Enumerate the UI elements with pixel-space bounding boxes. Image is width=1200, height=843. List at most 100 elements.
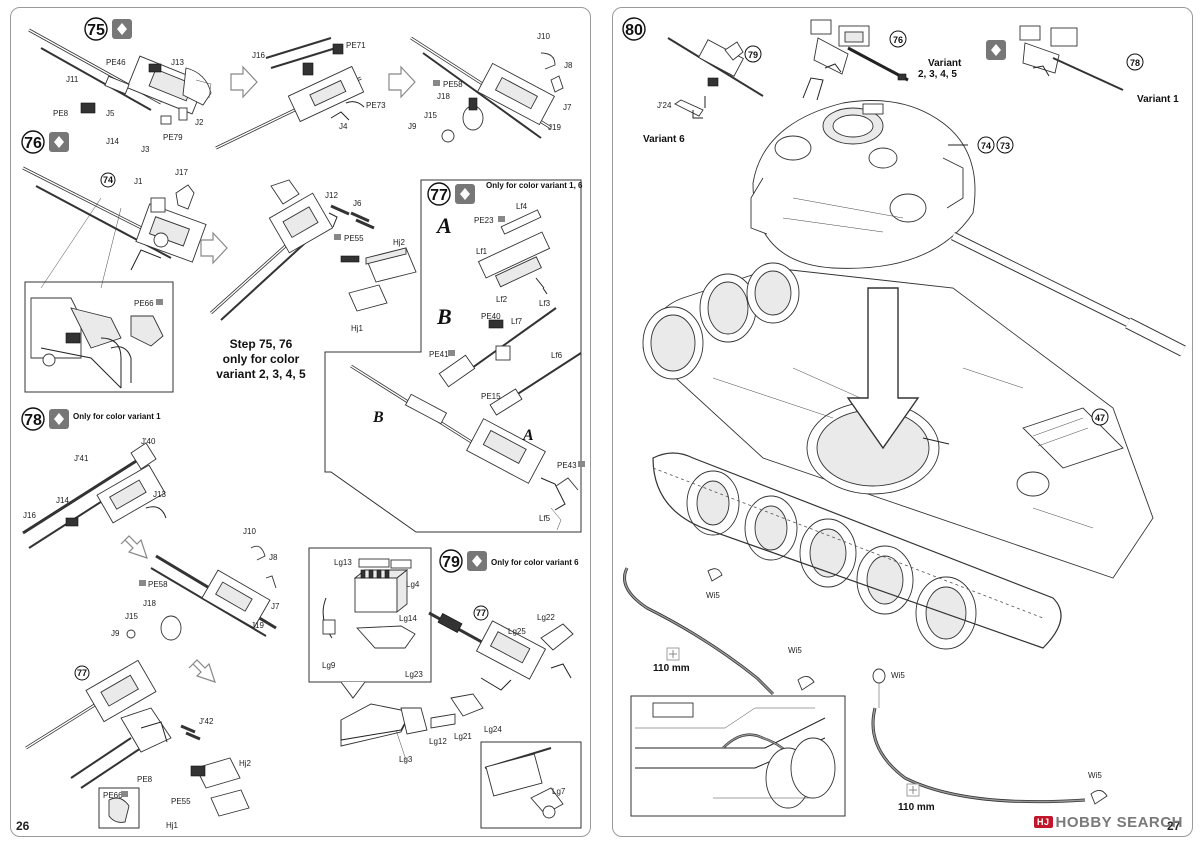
variant-6-label: Variant 6	[643, 134, 685, 145]
svg-text:Lg13: Lg13	[334, 558, 352, 567]
step-number: 76	[24, 135, 42, 152]
mg-assembly-75-a	[28, 28, 212, 125]
step-77-frame	[324, 179, 582, 533]
svg-text:J11: J11	[66, 75, 79, 84]
subassembly-b-letter: B	[436, 304, 452, 329]
step-75: 75 J11 PE46 J13 PE8 J5 J14 J3 PE79	[28, 17, 573, 154]
svg-text:PE58: PE58	[443, 80, 463, 89]
svg-text:78: 78	[24, 412, 42, 429]
svg-text:Lg24: Lg24	[484, 725, 502, 734]
svg-text:Lg14: Lg14	[399, 614, 417, 623]
part-labels-75-b: J16 PE71 PE73 J4	[252, 41, 386, 131]
lg7-detail-inset	[480, 741, 582, 829]
part-labels-77-a: PE23 Lf4 Lf1 Lf2 Lf3	[474, 202, 551, 308]
subassembly-b-drawing	[438, 307, 582, 416]
svg-text:J1: J1	[134, 177, 143, 186]
svg-text:Lf2: Lf2	[496, 295, 508, 304]
svg-text:J16: J16	[23, 511, 36, 520]
svg-text:PE66: PE66	[103, 791, 123, 800]
left-instruction-page: 75 J11 PE46 J13 PE8 J5 J14 J3 PE79	[10, 7, 591, 837]
step-number-badge	[84, 17, 108, 41]
svg-text:J9: J9	[408, 122, 417, 131]
svg-text:PE79: PE79	[163, 133, 183, 142]
svg-text:PE66: PE66	[134, 299, 154, 308]
belt-links	[360, 569, 390, 579]
svg-text:Lg7: Lg7	[552, 787, 566, 796]
svg-text:Step 75, 76: Step 75, 76	[230, 337, 293, 351]
next-arrow	[230, 65, 258, 99]
part-labels-77-b: PE40 Lf7 PE41 PE15 Lf6	[429, 312, 563, 401]
part-labels-78-b: J10 J8 PE58 J18 J7 J15 J9 J19	[111, 527, 280, 638]
step-number-badge	[622, 17, 646, 41]
svg-text:PE8: PE8	[137, 775, 153, 784]
detail-inset	[24, 281, 174, 393]
svg-text:Lf7: Lf7	[511, 317, 523, 326]
svg-text:PE55: PE55	[171, 797, 191, 806]
variant-1-label: Variant 1	[1137, 94, 1179, 105]
right-instruction-page: 80 79 J'24 Variant 6 76 Variant 2, 3	[612, 7, 1193, 837]
glue-icon-mark	[117, 23, 127, 35]
step-79: 79 Only for color variant 6 Lg13 Lg4	[308, 547, 582, 829]
svg-text:Hj2: Hj2	[239, 759, 252, 768]
svg-text:J14: J14	[106, 137, 119, 146]
tank-turret	[750, 77, 976, 269]
step-number-badge	[427, 182, 451, 206]
tow-cable-2	[871, 668, 1108, 805]
belt-links	[180, 724, 201, 741]
svg-text:47: 47	[1095, 413, 1105, 423]
svg-text:J4: J4	[339, 122, 348, 131]
subassembly-a-drawing	[477, 209, 551, 295]
svg-text:J18: J18	[143, 599, 156, 608]
svg-text:PE41: PE41	[429, 350, 449, 359]
svg-text:PE15: PE15	[481, 392, 501, 401]
svg-text:Lg23: Lg23	[405, 670, 423, 679]
variant-1-mg	[1019, 25, 1124, 91]
svg-text:Lg9: Lg9	[322, 661, 336, 670]
svg-text:78: 78	[1130, 58, 1140, 68]
variant-2345-mg	[810, 19, 909, 82]
mg-assembly-76-a	[22, 166, 207, 289]
step-number-badge	[21, 130, 45, 154]
svg-text:Hj2: Hj2	[393, 238, 406, 247]
svg-text:Lf4: Lf4	[516, 202, 528, 211]
svg-text:Wi5: Wi5	[788, 646, 802, 655]
part-labels-79-inset: Lg13 Lg4 Lg14 Lg9 Lg23	[322, 558, 423, 679]
mg-assembly-79-final	[340, 611, 574, 761]
cable-detail-drawing	[635, 702, 836, 809]
mg-assembly-78-b	[126, 545, 277, 641]
svg-text:J16: J16	[252, 51, 265, 60]
svg-text:Lf3: Lf3	[539, 299, 551, 308]
part-labels-79-final: Lg22 Lg25 Lg24 Lg21 Lg12 Lg3	[399, 613, 555, 764]
watermark-text: HOBBY SEARCH	[1055, 814, 1183, 831]
svg-text:PE58: PE58	[148, 580, 168, 589]
svg-text:Lf1: Lf1	[476, 247, 488, 256]
svg-text:only for color: only for color	[223, 352, 300, 366]
step-77: 77 Only for color variant 1, 6 A B PE23 …	[324, 179, 585, 533]
svg-text:Hj1: Hj1	[166, 821, 179, 830]
svg-text:Lg12: Lg12	[429, 737, 447, 746]
svg-text:80: 80	[625, 22, 643, 39]
svg-text:2, 3, 4, 5: 2, 3, 4, 5	[918, 69, 957, 80]
svg-text:J'24: J'24	[657, 101, 672, 110]
step-78: 78 Only for color variant 1 J'40 J'41 J1…	[21, 407, 280, 830]
svg-text:PE73: PE73	[366, 101, 386, 110]
svg-text:B: B	[372, 409, 384, 426]
mg-assembly-76-b	[209, 179, 417, 321]
mg-assembly-75-b	[215, 37, 365, 150]
part-labels-78-a: J'40 J'41 J14 J13 J16	[23, 437, 166, 520]
cable-length-2: 110 mm	[898, 802, 935, 813]
svg-text:J15: J15	[125, 612, 138, 621]
svg-text:PE8: PE8	[53, 109, 69, 118]
cable-detail-inset	[630, 695, 846, 817]
svg-text:PE71: PE71	[346, 41, 366, 50]
ammo-box-inset-drawing	[322, 558, 416, 649]
svg-text:J10: J10	[243, 527, 256, 536]
variant-note-75-76: Step 75, 76 only for color variant 2, 3,…	[216, 337, 306, 381]
next-arrow	[188, 659, 216, 683]
svg-text:J'42: J'42	[199, 717, 214, 726]
main-gun-barrel	[951, 231, 1186, 357]
svg-text:J19: J19	[548, 123, 561, 132]
variant-2345-label: Variant	[928, 58, 962, 69]
svg-text:77: 77	[77, 668, 87, 678]
mg-assembly-78-a	[22, 442, 167, 549]
